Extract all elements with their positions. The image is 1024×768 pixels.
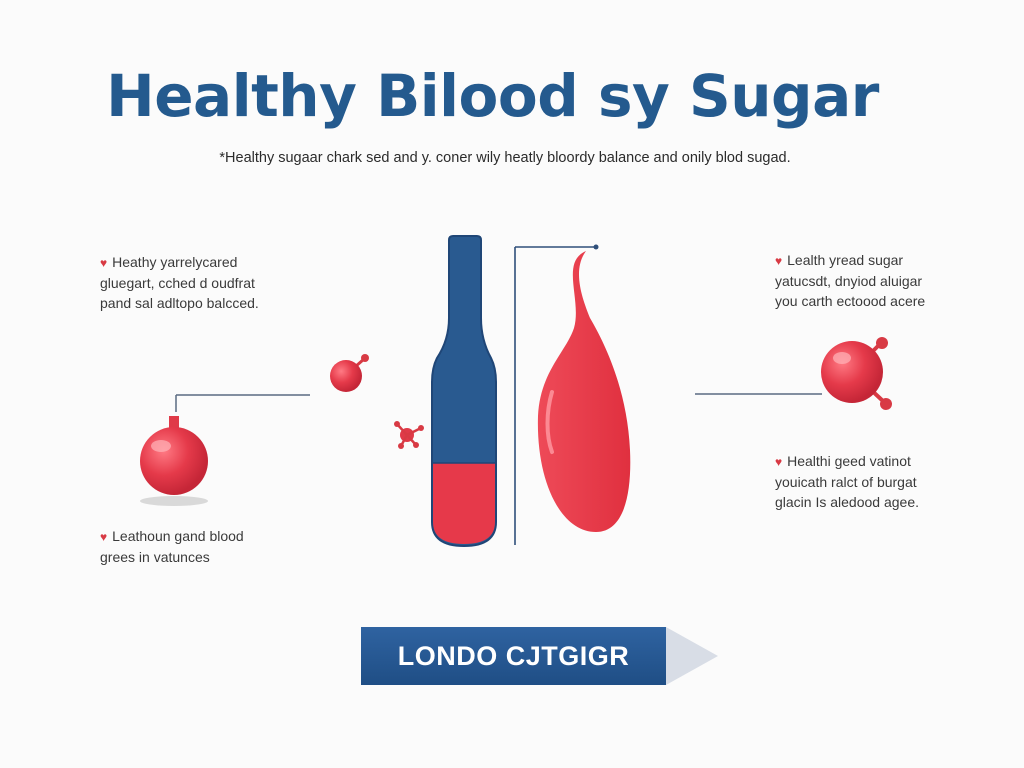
heart-icon: ♥ [100, 256, 108, 270]
bracket-line [514, 244, 599, 545]
molecule-icon [821, 337, 892, 410]
banner-arrow-tip [666, 627, 718, 685]
note-top-left: ♥ Heathy yarrelycared gluegart, cched d o… [100, 252, 259, 313]
note-text: Heathy yarrelycared [112, 254, 238, 270]
molecule-icon [394, 421, 424, 449]
heart-icon: ♥ [100, 530, 108, 544]
test-tube-icon [431, 235, 497, 548]
connector-line-left [175, 394, 310, 412]
note-bottom-left: ♥ Leathoun gand blood grees in vatunces [100, 526, 244, 567]
blood-drop-icon [537, 251, 631, 532]
note-bottom-right: ♥ Healthi geed vatinot youicath ralct of … [775, 451, 919, 512]
note-text: pand sal adltopo balcced. [100, 295, 259, 311]
note-text: Lealth yread sugar [787, 252, 904, 268]
note-text: gluegart, cched d oudfrat [100, 275, 255, 291]
subtitle: *Healthy sugaar chark sed and y. coner w… [219, 150, 791, 166]
note-text: glacin Is aledood agee. [775, 494, 919, 510]
page-title: Healthy Bilood sy Sugar [106, 62, 879, 130]
note-text: you carth ectoood acere [775, 293, 926, 309]
note-text: Leathoun gand blood [112, 528, 244, 544]
banner-button[interactable]: LONDO CJTGIGR [361, 627, 666, 685]
note-text: youicath ralct of burgat [775, 474, 917, 490]
heart-icon: ♥ [775, 254, 783, 268]
note-text: Healthi geed vatinot [787, 453, 911, 469]
note-text: yatucsdt, dnyiod aluigar [775, 273, 923, 289]
heart-icon: ♥ [775, 455, 783, 469]
molecule-icon [330, 354, 369, 392]
note-top-right: ♥ Lealth yread sugar yatucsdt, dnyiod alu… [775, 250, 925, 311]
glucose-flask-icon [140, 416, 208, 506]
note-text: grees in vatunces [100, 549, 210, 565]
